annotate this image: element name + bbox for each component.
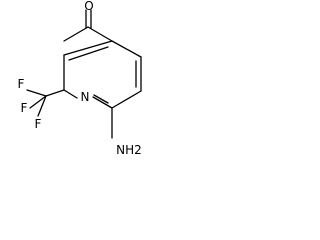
bond-ring-n-c2 [63,89,78,99]
bond-ring-c5-c6 [111,90,142,109]
atom-label-nitrogen: N [81,90,90,104]
bond-methyl-carbonyl [63,26,89,42]
atom-label-fluorine-2: F [21,101,28,115]
atom-label-oxygen: O [84,0,93,13]
bond-ring-c6-n [92,96,113,109]
bond-cf3-f3 [37,95,47,117]
atom-label-fluorine-1: F [18,77,25,91]
atom-label-amine: NH2 [116,143,142,157]
bond-ring-c3-inner [68,46,109,61]
bond-ring-c3-c4 [111,40,142,58]
bond-carbonyl-ring [87,26,113,42]
atom-label-fluorine-3: F [35,117,42,131]
bond-cf3-f1 [26,89,47,97]
bond-ring-c6-n-inner [93,94,109,104]
bond-cf3-f2 [29,95,47,109]
bond-ring-cf3 [45,89,65,97]
bond-ring-c3-c2-link [63,40,113,56]
structure-diagram: O N F F F NH2 [18,0,142,157]
